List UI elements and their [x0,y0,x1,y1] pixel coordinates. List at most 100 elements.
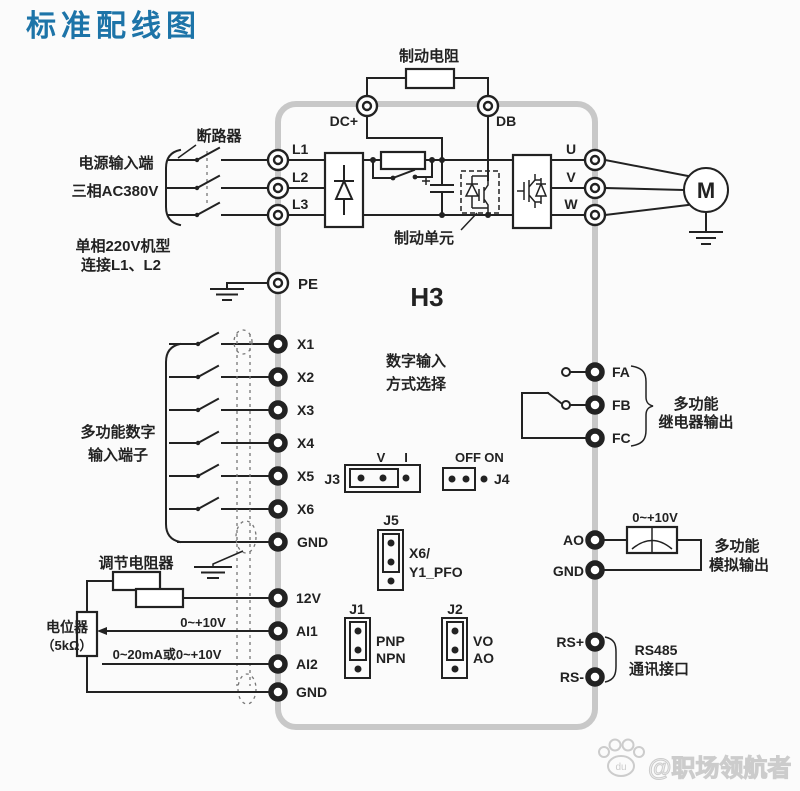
digital-switch-x4 [169,430,269,446]
ai1-label: AI1 [296,623,318,639]
jumper-j5: J5 X6/ Y1_PFO [377,512,463,591]
paw-icon-toe [621,738,635,752]
j4-label: J4 [494,471,510,487]
pot-label-1: 电位器 [46,619,89,635]
terminal-x3 [268,400,288,420]
inverter-diode [534,182,548,197]
brake-resistor-wires [366,77,489,97]
inverter [511,153,553,230]
capacitor-plus-sign [422,177,430,185]
analog-gnd-label: GND [296,684,327,700]
rectifier [287,151,365,229]
model-label: H3 [410,282,443,312]
precharge-resistor [379,150,427,171]
rectifier-diode [334,178,354,200]
j3-option-v: V [377,450,386,465]
digital-switch-x1 [169,331,269,347]
digital-switch-x6 [169,496,269,512]
x2-label: X2 [297,369,314,385]
jumper-j2: J2 VO AO [441,601,494,679]
analog-input-section: 调节电阻器 电位器 （5kΩ） 0~+10V 0~20mA或0~+10V 12V… [42,554,327,702]
x6-label: X6 [297,501,314,517]
jumper-j3: J3 V I [324,450,421,493]
power-desc-1: 电源输入端 [78,154,153,172]
j5-label: J5 [383,512,399,528]
db-label: DB [496,113,516,129]
terminal-dc-plus-inner [361,100,373,112]
x3-label: X3 [297,402,314,418]
relay-output-section: FA FB FC 多功能 继电器输出 [521,362,734,448]
x4-label: X4 [297,435,314,451]
12v-wire [86,580,269,613]
power-input-section: 断路器 电源输入端 三相AC380V 单相220V机型 连接L1、L2 L1 L… [72,127,318,301]
shield-ground-leader [212,550,244,567]
terminal-x4 [268,433,288,453]
j5-line-2: Y1_PFO [409,564,463,580]
ao-gnd-label: GND [553,563,584,579]
pot-wiper-arrow [97,627,107,635]
fb-label: FB [612,397,631,413]
rs485-section: RS+ RS- RS485 通讯接口 [556,632,689,687]
terminal-fb [585,395,605,415]
motor-ground-icon [689,211,723,245]
terminal-12v [268,588,288,608]
analog-output-desc-2: 模拟输出 [709,556,769,574]
precharge-switch-blade [391,168,416,180]
bus-capacitor [430,159,454,216]
analog-output-wires [603,539,702,571]
relay-desc-1: 多功能 [673,395,718,413]
output-section: U V W M [550,141,729,245]
adjust-resistor-label: 调节电阻器 [98,554,174,572]
j1-line-1: PNP [376,633,405,649]
pe-label: PE [298,276,318,293]
j2-line-1: VO [473,633,493,649]
terminal-x2 [268,367,288,387]
input-wires [287,159,326,216]
analog-output-desc-1: 多功能 [714,537,759,555]
pe-ground-icon [210,288,244,301]
brake-resistor-label: 制动电阻 [399,47,459,65]
brake-unit-label: 制动单元 [394,229,454,247]
pot-label-2: （5kΩ） [42,638,93,653]
relay-wires [521,371,587,439]
j3-option-i: I [404,450,408,465]
w-label: W [564,196,578,212]
fa-label: FA [612,364,630,380]
digital-desc-1: 多功能数字 [80,423,155,441]
analog-output-section: 0~+10V AO GND 多功能 模拟输出 [553,510,769,580]
power-bracket [165,148,182,227]
terminal-ai2 [268,654,288,674]
digital-mode-label-1: 数字输入 [386,352,446,370]
rs485-bracket [604,636,617,683]
digital-gnd-label: GND [297,534,328,550]
digital-switch-x2 [169,364,269,380]
shield-cable-lines [236,334,251,686]
power-desc-2: 三相AC380V [72,182,159,200]
j4-option-off: OFF [455,450,481,465]
x5-label: X5 [297,468,314,484]
terminal-analog-gnd [268,682,288,702]
digital-bracket [165,342,182,544]
fc-label: FC [612,430,631,446]
motor-wires [603,158,690,217]
digital-switch-x3 [169,397,269,413]
brake-diode [464,182,480,197]
dc-bus [362,115,514,218]
shield-ellipse-top [233,329,253,355]
relay-contact-fa [561,367,571,377]
terminal-x5 [268,466,288,486]
relay-desc-2: 继电器输出 [658,413,733,431]
brake-unit-dashed-box [460,170,500,214]
v-label: V [566,169,576,185]
digital-mode-label-2: 方式选择 [386,375,447,393]
page-title: 标准配线图 [26,10,201,43]
l2-label: L2 [292,169,309,185]
breaker-label: 断路器 [196,127,242,145]
jumper-j4: OFF ON J4 [442,450,510,491]
ao-range-label: 0~+10V [632,510,678,525]
relay-bracket [630,365,654,447]
relay-blade [546,391,563,405]
j4-option-on: ON [484,450,504,465]
terminal-rs-minus [585,667,605,687]
